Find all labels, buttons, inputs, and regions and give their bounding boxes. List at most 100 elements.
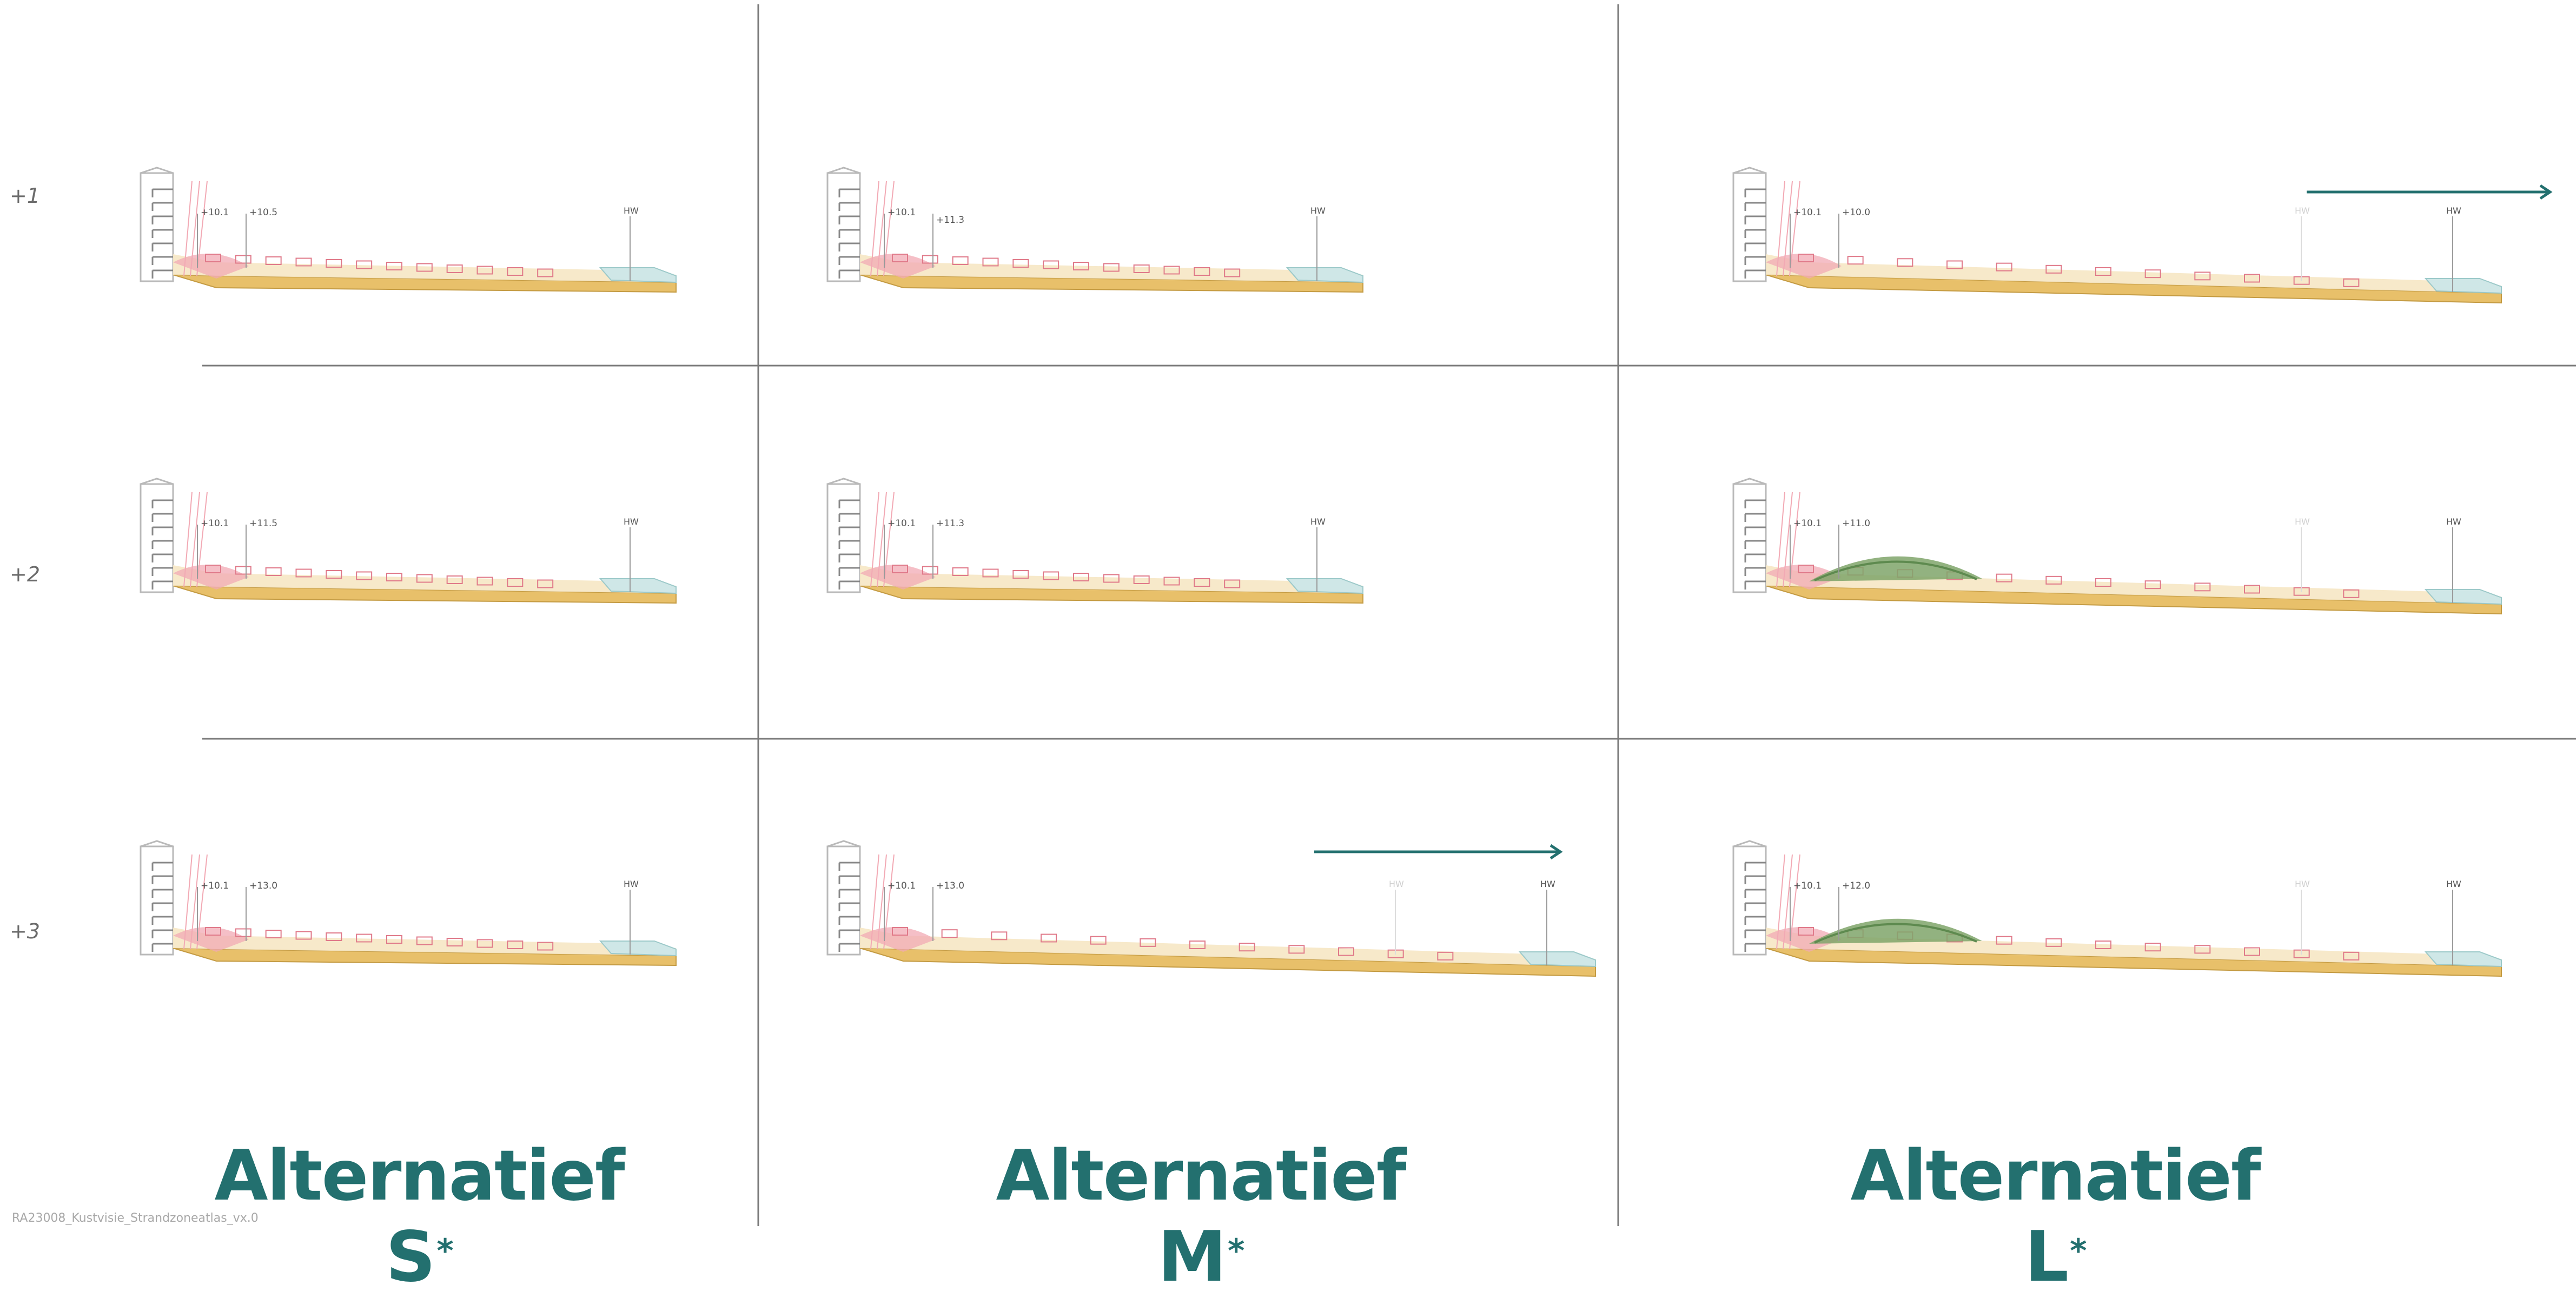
beach-cabin <box>952 256 969 265</box>
building <box>826 478 861 593</box>
beach-cabin <box>952 567 969 576</box>
perspective-line <box>1789 492 1800 587</box>
beach-cabin <box>2194 271 2211 281</box>
beach-cabin <box>2045 264 2062 274</box>
beach-cabin <box>205 927 221 936</box>
building <box>1732 167 1767 282</box>
beach-cabin <box>2095 267 2111 276</box>
level-label: +11.0 <box>1842 518 1870 529</box>
dune-vegetation <box>1809 556 1982 581</box>
beach-cabin <box>537 268 554 277</box>
building <box>826 840 861 956</box>
beach-cabin <box>2144 269 2161 279</box>
level-label: +10.1 <box>888 207 916 218</box>
perspective-line <box>1783 854 1793 950</box>
beach-surface <box>173 928 676 956</box>
beach-cabin <box>1897 258 1913 267</box>
row-label-3: +3 <box>10 919 41 943</box>
beach-cabin <box>1996 573 2012 582</box>
beach-cabin <box>476 266 493 275</box>
beach-cabin <box>205 254 221 262</box>
beach-cabin <box>326 259 342 268</box>
beach-cabin <box>1012 259 1029 268</box>
beach-cabin <box>1090 936 1107 945</box>
beach-cabin <box>1437 951 1454 961</box>
perspective-line <box>196 181 208 276</box>
hw-label: HW <box>624 206 639 216</box>
beach-cabin <box>386 935 402 944</box>
beach-cabin <box>982 568 999 578</box>
level-label: +13.0 <box>936 880 964 891</box>
beach-cabin <box>265 256 282 265</box>
level-label: +10.1 <box>1793 518 1822 529</box>
perspective-line <box>870 854 879 950</box>
perspective-line <box>1789 854 1800 950</box>
column-title-m: Alternatief M* <box>996 1136 1406 1297</box>
perspective-line <box>883 492 895 587</box>
column-title-l: Alternatief L* <box>1850 1136 2261 1297</box>
beach-cabin <box>1103 263 1120 272</box>
perspective-line <box>1776 181 1785 276</box>
sea-water <box>599 578 677 594</box>
beach-cabin <box>476 577 493 586</box>
hw-label-old: HW <box>2295 879 2310 889</box>
beach-cabin <box>2194 945 2211 954</box>
beach-surface <box>860 928 1595 966</box>
perspective-line <box>877 854 887 950</box>
hw-label-old: HW <box>2295 516 2310 527</box>
beach-cabin <box>1073 262 1089 270</box>
hw-label: HW <box>2446 206 2461 216</box>
sea-water <box>2424 951 2502 968</box>
perspective-line <box>183 181 193 276</box>
beach-cabin <box>326 570 342 579</box>
level-label: +10.1 <box>1793 880 1822 891</box>
sea-water <box>599 941 677 957</box>
sea-water <box>1518 951 1596 968</box>
beach-cabin <box>295 257 312 267</box>
beach-cabin <box>356 571 373 580</box>
column-title-s: Alternatief S* <box>214 1136 625 1297</box>
beach-cabin <box>2343 589 2360 598</box>
beach-cabin <box>235 566 251 575</box>
perspective-line <box>1783 181 1793 276</box>
beach-cabin <box>1103 574 1120 583</box>
beach-cabin <box>446 938 463 946</box>
beach-cabin <box>416 263 433 272</box>
hw-label: HW <box>1310 516 1326 527</box>
beach-cabin <box>2095 578 2111 587</box>
extension-arrowhead <box>1549 844 1563 860</box>
sea-water <box>2424 589 2502 605</box>
beach-surface <box>1766 928 2501 966</box>
building <box>140 167 174 282</box>
beach-cabin <box>507 578 524 587</box>
beach-cabin <box>507 941 524 949</box>
beach-cabin <box>386 573 402 581</box>
perspective-line <box>190 854 200 950</box>
beach-surface <box>173 565 676 593</box>
beach-cabin <box>2045 575 2062 585</box>
hw-label: HW <box>624 879 639 889</box>
sea-water <box>599 267 677 283</box>
beach-section: +10.1+11.3HW <box>826 167 1363 293</box>
beach-cabin <box>507 267 524 276</box>
beach-surface <box>173 254 676 282</box>
level-label: +11.5 <box>249 518 277 529</box>
beach-cabin <box>922 566 938 575</box>
level-label: +10.0 <box>1842 207 1870 218</box>
perspective-line <box>883 854 895 950</box>
beach-cabin <box>295 931 312 940</box>
level-label: +13.0 <box>249 880 277 891</box>
beach-cabin <box>205 565 221 573</box>
beach-cabin <box>2244 274 2260 283</box>
perspective-line <box>1783 492 1793 587</box>
beach-cabin <box>356 260 373 269</box>
beach-cabin <box>1996 936 2012 945</box>
level-label: +11.3 <box>936 215 964 226</box>
grid-lines <box>202 4 2576 1226</box>
beach-cabin <box>1140 938 1156 947</box>
beach-cabin <box>1224 268 1241 277</box>
beach-cabin <box>1239 943 1255 952</box>
perspective-line <box>183 492 193 587</box>
